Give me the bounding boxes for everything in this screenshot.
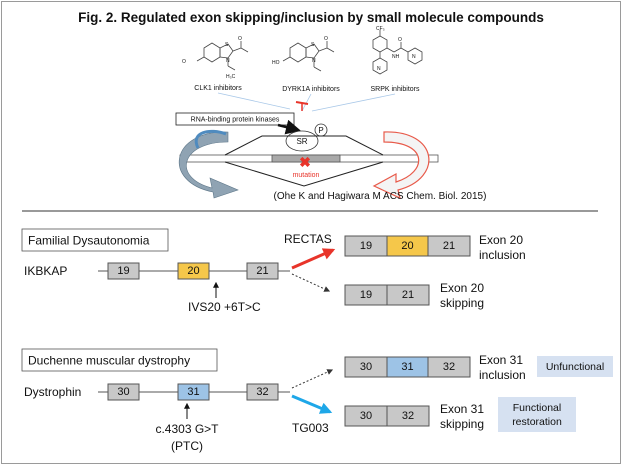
red-curved-arrow-icon: [372, 131, 430, 200]
svg-text:S: S: [311, 42, 315, 48]
svg-text:N: N: [226, 58, 230, 64]
svg-text:32: 32: [402, 410, 414, 422]
svg-text:30: 30: [117, 386, 129, 398]
mutation-label: mutation: [293, 172, 320, 179]
svg-text:32: 32: [443, 361, 455, 373]
fd-inclusion-line1: Exon 20: [479, 233, 523, 247]
unfunctional-label: Unfunctional: [546, 361, 604, 373]
dmd-mutation-line1: c.4303 G>T: [155, 422, 219, 436]
svg-text:NH: NH: [392, 54, 400, 60]
dmd-exon-30: [107, 383, 140, 401]
sr-label: SR: [296, 137, 307, 146]
kinase-box: [175, 112, 295, 126]
functional-restoration-badge: [498, 397, 576, 432]
dmd-exon-32: [246, 383, 279, 401]
fd-skipping-line2: skipping: [440, 296, 484, 310]
fd-exon-20: [177, 262, 210, 280]
svg-text:19: 19: [360, 240, 372, 252]
fd-mutation-label: IVS20 +6T>C: [188, 300, 261, 314]
functional-line1: Functional: [513, 402, 561, 414]
fd-red-arrow: [291, 248, 336, 270]
dmd-mutation-line2: (PTC): [171, 439, 203, 453]
svg-text:19: 19: [360, 289, 372, 301]
clk1-structure-icon: [196, 41, 249, 71]
fd-skipping-line1: Exon 20: [440, 281, 484, 295]
svg-text:CF₃: CF₃: [376, 26, 385, 32]
dmd-disease-box: [21, 348, 218, 372]
svg-text:O: O: [182, 59, 186, 65]
svg-text:21: 21: [256, 265, 268, 277]
phosphate-label: P: [318, 126, 323, 135]
srpk-label: SRPK inhibitors: [370, 86, 420, 93]
svg-text:20: 20: [401, 240, 413, 252]
fd-disease-label: Familial Dysautonomia: [28, 234, 150, 248]
svg-text:20: 20: [187, 265, 199, 277]
clk1-label: CLK1 inhibitors: [194, 85, 242, 92]
dmd-gene-label: Dystrophin: [24, 385, 81, 399]
srpk-structure-icon: [372, 30, 423, 75]
inhibitor-connectors: [217, 92, 396, 112]
svg-text:H₃C: H₃C: [226, 74, 236, 80]
dyrk1a-label: DYRK1A inhibitors: [282, 86, 340, 93]
svg-text:21: 21: [443, 240, 455, 252]
blue-curved-arrow-highlight: [194, 129, 227, 149]
svg-text:S: S: [225, 42, 229, 48]
alt-exon: [271, 154, 341, 163]
dmd-skipping-line2: skipping: [440, 417, 484, 431]
svg-text:O: O: [398, 37, 402, 43]
dmd-blue-arrow: [291, 394, 333, 414]
fd-exon-19: [107, 262, 140, 280]
dmd-disease-label: Duchenne muscular dystrophy: [28, 354, 190, 368]
svg-text:30: 30: [360, 410, 372, 422]
svg-text:31: 31: [187, 386, 199, 398]
svg-text:HO: HO: [272, 60, 280, 66]
svg-text:N: N: [312, 58, 316, 64]
svg-text:30: 30: [360, 361, 372, 373]
unfunctional-badge: [537, 356, 613, 377]
fd-exon-21: [246, 262, 279, 280]
dyrk1a-structure-icon: [282, 41, 335, 72]
svg-text:N: N: [412, 54, 416, 60]
svg-text:19: 19: [117, 265, 129, 277]
svg-text:21: 21: [402, 289, 414, 301]
fd-compound-label: RECTAS: [284, 232, 332, 246]
svg-text:O: O: [238, 36, 242, 42]
mutation-x-icon: ✖: [299, 154, 311, 170]
blue-curved-arrow-icon: [178, 131, 239, 199]
fd-gene-label: IKBKAP: [24, 264, 67, 278]
fd-inclusion-line2: inclusion: [479, 248, 526, 262]
kinase-box-label: RNA-binding protein kinases: [191, 117, 280, 124]
kinase-arrow: [277, 119, 301, 135]
functional-line2: restoration: [512, 416, 562, 428]
svg-text:32: 32: [256, 386, 268, 398]
skipping-splice-line: [224, 161, 384, 187]
figure-title: Fig. 2. Regulated exon skipping/inclusio…: [78, 10, 544, 25]
inclusion-splice-line: [224, 135, 384, 156]
dmd-inclusion-line1: Exon 31: [479, 353, 523, 367]
fd-dashed-arrow: [291, 273, 331, 292]
svg-text:N: N: [377, 66, 381, 72]
inhibition-bar-icon: [295, 101, 309, 111]
dmd-inclusion-line2: inclusion: [479, 368, 526, 382]
dmd-skipping-line1: Exon 31: [440, 402, 484, 416]
dmd-dashed-arrow: [291, 369, 334, 389]
fd-disease-box: [21, 228, 169, 252]
dmd-compound-label: TG003: [292, 421, 329, 435]
svg-text:31: 31: [401, 361, 413, 373]
dmd-exon-31: [177, 383, 210, 401]
svg-text:O: O: [324, 36, 328, 42]
citation: (Ohe K and Hagiwara M ACS Chem. Biol. 20…: [274, 191, 487, 202]
